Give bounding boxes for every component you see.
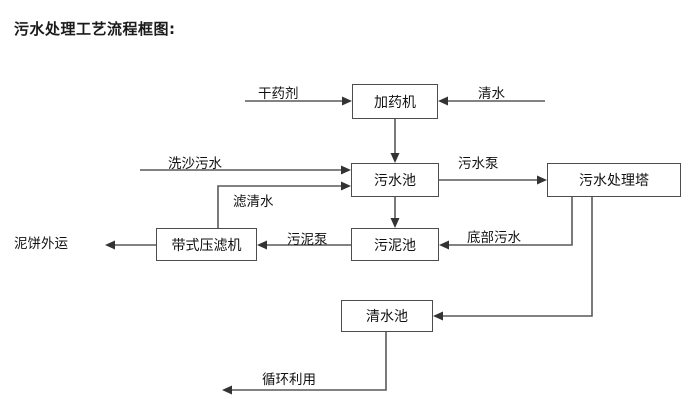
edge-belt-filter-press-to-mud-cake (105, 240, 156, 250)
edge-dosing-machine-to-wastewater-pool (390, 119, 400, 163)
edge-label-bottom-wastewater: 底部污水 (467, 230, 521, 246)
edge-filtered-water-to-wastewater-pool (217, 181, 351, 228)
edge-label-sludge-pump: 污泥泵 (287, 232, 328, 248)
edge-treatment-tower-to-clear-water-pool (433, 197, 593, 321)
edge-sand-wash-water-to-wastewater-pool (140, 165, 351, 175)
edge-clear-water-pool-to-recycle (222, 332, 387, 395)
edge-clean-water-to-dosing-machine (438, 96, 545, 106)
node-belt-filter-press[interactable]: 带式压滤机 (156, 228, 257, 261)
edge-label-wastewater-pump: 污水泵 (458, 156, 499, 172)
edge-wastewater-pool-to-sludge-pool (390, 197, 400, 228)
edge-label-sand-wash-water: 洗沙污水 (168, 156, 222, 172)
node-treatment-tower[interactable]: 污水处理塔 (547, 163, 681, 197)
edge-label-dry-chemical: 干药剂 (258, 86, 299, 102)
edge-wastewater-pump-to-treatment-tower (439, 175, 547, 185)
terminal-label-mud-cake-transport: 泥饼外运 (14, 236, 68, 252)
node-wastewater-pool[interactable]: 污水池 (351, 163, 439, 197)
node-dosing-machine[interactable]: 加药机 (352, 84, 438, 119)
node-sludge-pool[interactable]: 污泥池 (351, 228, 439, 261)
node-clear-water-pool[interactable]: 清水池 (341, 300, 433, 332)
page-title: 污水处理工艺流程框图: (14, 20, 176, 38)
edge-label-filtered-water: 滤清水 (233, 194, 274, 210)
edge-label-clean-water: 清水 (478, 86, 505, 102)
edge-bottom-wastewater-to-sludge-pool (439, 197, 573, 250)
edge-dry-chemical-to-dosing-machine (245, 96, 352, 106)
edge-sludge-pump-to-belt-filter-press (257, 240, 351, 250)
edge-label-recycle-reuse: 循环利用 (262, 372, 316, 388)
